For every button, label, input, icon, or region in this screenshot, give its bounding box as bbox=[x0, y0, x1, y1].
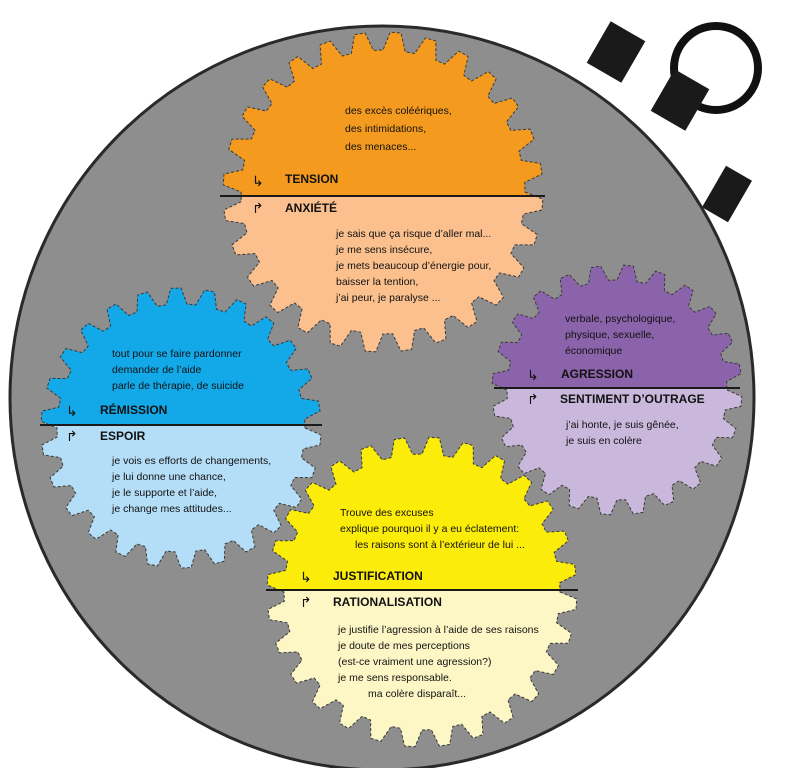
remission-line-2: demander de l’aide bbox=[112, 364, 201, 376]
stopwatch-dial bbox=[8, 24, 756, 768]
label-tension: TENSION bbox=[285, 172, 338, 186]
gear-agression bbox=[491, 264, 742, 388]
agression-line-3: économique bbox=[565, 345, 622, 357]
svg-text:des excès coléériques,: des excès coléériques, bbox=[345, 105, 452, 117]
rationalisation-line-3: (est-ce vraiment une agression?) bbox=[338, 656, 492, 668]
anxiete-line-1: je sais que ça risque d’aller mal... bbox=[335, 228, 491, 240]
label-espoir: ESPOIR bbox=[100, 429, 146, 443]
arrow-up-icon: ↱ bbox=[527, 391, 539, 407]
gear-remission bbox=[40, 287, 321, 425]
outrage-line-2: je suis en colère bbox=[565, 435, 642, 447]
label-outrage: SENTIMENT D’OUTRAGE bbox=[560, 392, 705, 406]
stopwatch-crown bbox=[586, 21, 762, 223]
arrow-down-icon: ↳ bbox=[527, 367, 539, 383]
gear-outrage bbox=[492, 388, 743, 516]
anxiete-line-5: j’ai peur, je paralyse ... bbox=[335, 292, 440, 304]
label-justification: JUSTIFICATION bbox=[333, 569, 423, 583]
arrow-up-icon: ↱ bbox=[252, 200, 264, 216]
gear-justification bbox=[266, 436, 577, 590]
agression-line-2: physique, sexuelle, bbox=[565, 329, 654, 341]
arrow-down-icon: ↳ bbox=[66, 403, 78, 419]
rationalisation-line-5: ma colère disparaît... bbox=[368, 688, 466, 700]
gear-agression-outrage: verbale, psychologique, physique, sexuel… bbox=[491, 264, 743, 516]
espoir-line-3: je le supporte et l’aide, bbox=[111, 487, 217, 499]
justification-line-3: les raisons sont à l’extérieur de lui ..… bbox=[355, 539, 525, 551]
rationalisation-line-4: je me sens responsable. bbox=[337, 672, 452, 684]
anxiete-line-4: baisser la tention, bbox=[336, 276, 418, 288]
arrow-down-icon: ↳ bbox=[252, 173, 264, 189]
gear-remission-espoir: tout pour se faire pardonner demander de… bbox=[40, 287, 322, 569]
remission-line-1: tout pour se faire pardonner bbox=[112, 348, 242, 360]
gear-rationalisation bbox=[267, 590, 578, 748]
gear-justification-rationalisation: Trouve des excuses explique pourquoi il … bbox=[266, 436, 578, 748]
gear-tension bbox=[222, 31, 543, 196]
anxiete-line-2: je me sens insécure, bbox=[335, 244, 432, 256]
tension-line-2: des intimidations, bbox=[345, 123, 426, 135]
espoir-line-2: je lui donne une chance, bbox=[111, 471, 226, 483]
arrow-up-icon: ↱ bbox=[300, 594, 312, 610]
agression-line-1: verbale, psychologique, bbox=[565, 313, 675, 325]
arrow-down-icon: ↳ bbox=[300, 569, 312, 585]
espoir-line-4: je change mes attitudes... bbox=[111, 503, 232, 515]
svg-text:des menaces...: des menaces... bbox=[345, 141, 416, 153]
espoir-line-1: je vois es efforts de changements, bbox=[111, 455, 271, 467]
label-anxiete: ANXIÉTÉ bbox=[285, 200, 337, 215]
gear-tension-anxiete: des excès coléériques, des intimidations… bbox=[220, 31, 545, 353]
tension-line-1: des excès coléériques, bbox=[345, 105, 452, 117]
svg-text:des intimidations,: des intimidations, bbox=[345, 123, 426, 135]
label-agression: AGRESSION bbox=[561, 367, 633, 381]
arrow-up-icon: ↱ bbox=[66, 428, 78, 444]
tension-line-3: des menaces... bbox=[345, 141, 416, 153]
anxiete-line-3: je mets beaucoup d’énergie pour, bbox=[335, 260, 491, 272]
rationalisation-line-1: je justifie l’agression à l’aide de ses … bbox=[337, 624, 539, 636]
remission-line-3: parle de thérapie, de suicide bbox=[112, 380, 244, 392]
rationalisation-line-2: je doute de mes perceptions bbox=[337, 640, 470, 652]
outrage-line-1: j’ai honte, je suis gênée, bbox=[565, 419, 679, 431]
gear-anxiete bbox=[223, 196, 544, 353]
label-rationalisation: RATIONALISATION bbox=[333, 595, 442, 609]
justification-line-2: explique pourquoi il y a eu éclatement: bbox=[340, 523, 519, 535]
justification-line-1: Trouve des excuses bbox=[340, 507, 434, 519]
gear-espoir bbox=[41, 425, 322, 569]
label-remission: RÉMISSION bbox=[100, 402, 167, 417]
